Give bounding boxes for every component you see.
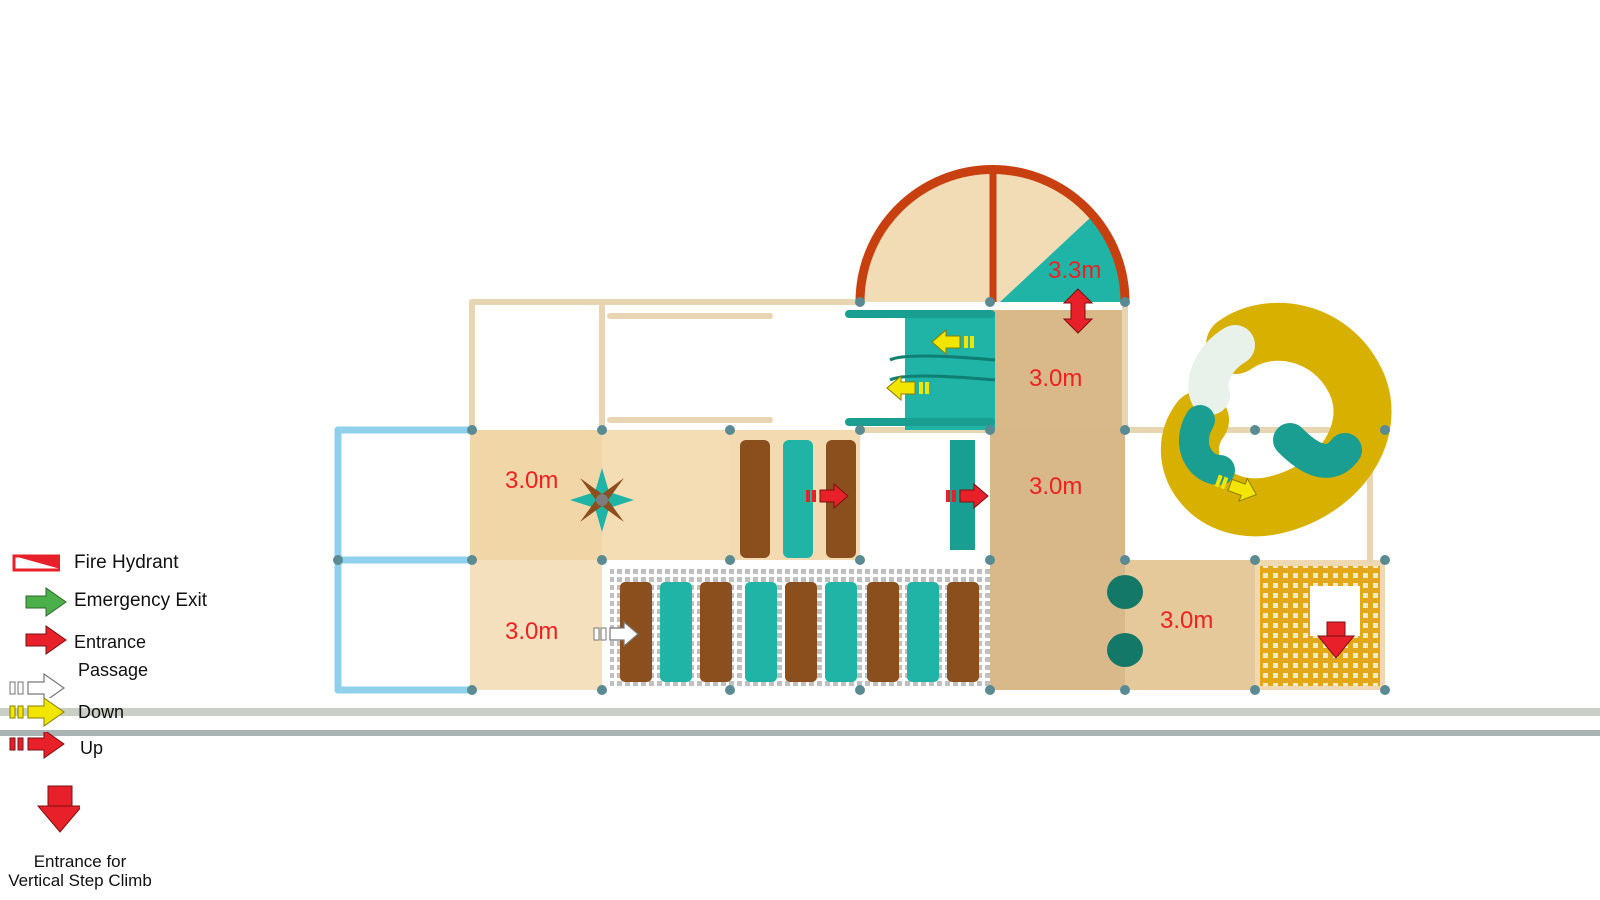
height-label-dome: 3.3m [1048, 257, 1101, 284]
green-arrow-icon [25, 587, 67, 617]
flow-arrows [593, 288, 1356, 659]
legend-label-down: Down [78, 702, 125, 722]
star-climber [570, 468, 634, 532]
legend: Fire Hydrant Emergency Exit Entrance Pas… [0, 548, 260, 900]
height-label-left-lower: 3.0m [505, 618, 558, 645]
legend-label-vertical-step-climb: Entrance for Vertical Step Climb [0, 852, 160, 890]
red-dashed-arrow-icon [9, 732, 65, 759]
vsc-line-1: Entrance for [33, 852, 127, 871]
vertical-step-climb-arrow [1316, 621, 1356, 659]
stepping-pods [1107, 575, 1143, 667]
red-down-arrow-icon [36, 785, 80, 833]
climbing-columns [740, 440, 856, 558]
teal-spiral-slide [845, 310, 996, 550]
legend-label-up: Up [80, 738, 104, 758]
dome-roof [855, 165, 1130, 303]
height-label-left-upper: 3.0m [505, 467, 558, 494]
yellow-dashed-arrow-icon [9, 698, 65, 727]
ground-line [0, 708, 1600, 736]
blue-side-rail [334, 426, 474, 694]
height-label-tower-upper: 3.0m [1029, 365, 1082, 392]
frame-panels [470, 310, 1385, 690]
cargo-net [1260, 566, 1380, 686]
fire-hydrant-icon [12, 554, 60, 572]
legend-label-entrance: Entrance [74, 632, 147, 652]
height-label-right-lower: 3.0m [1160, 607, 1213, 634]
height-label-tower-mid: 3.0m [1029, 473, 1082, 500]
roller-tunnel [610, 566, 990, 688]
legend-label-passage: Passage [78, 660, 149, 680]
legend-label-emergency-exit: Emergency Exit [74, 590, 208, 611]
spiral-tube-slide [1160, 302, 1392, 537]
white-dashed-arrow-icon [9, 672, 66, 698]
red-arrow-icon [25, 625, 67, 655]
frame-joints [333, 297, 1390, 695]
dome-entrance-double-arrow [1062, 288, 1094, 334]
legend-label-fire-hydrant: Fire Hydrant [74, 552, 179, 573]
height-labels: 3.3m 3.0m 3.0m 3.0m 3.0m 3.0m [505, 257, 1213, 645]
vsc-line-2: Vertical Step Climb [8, 871, 152, 890]
